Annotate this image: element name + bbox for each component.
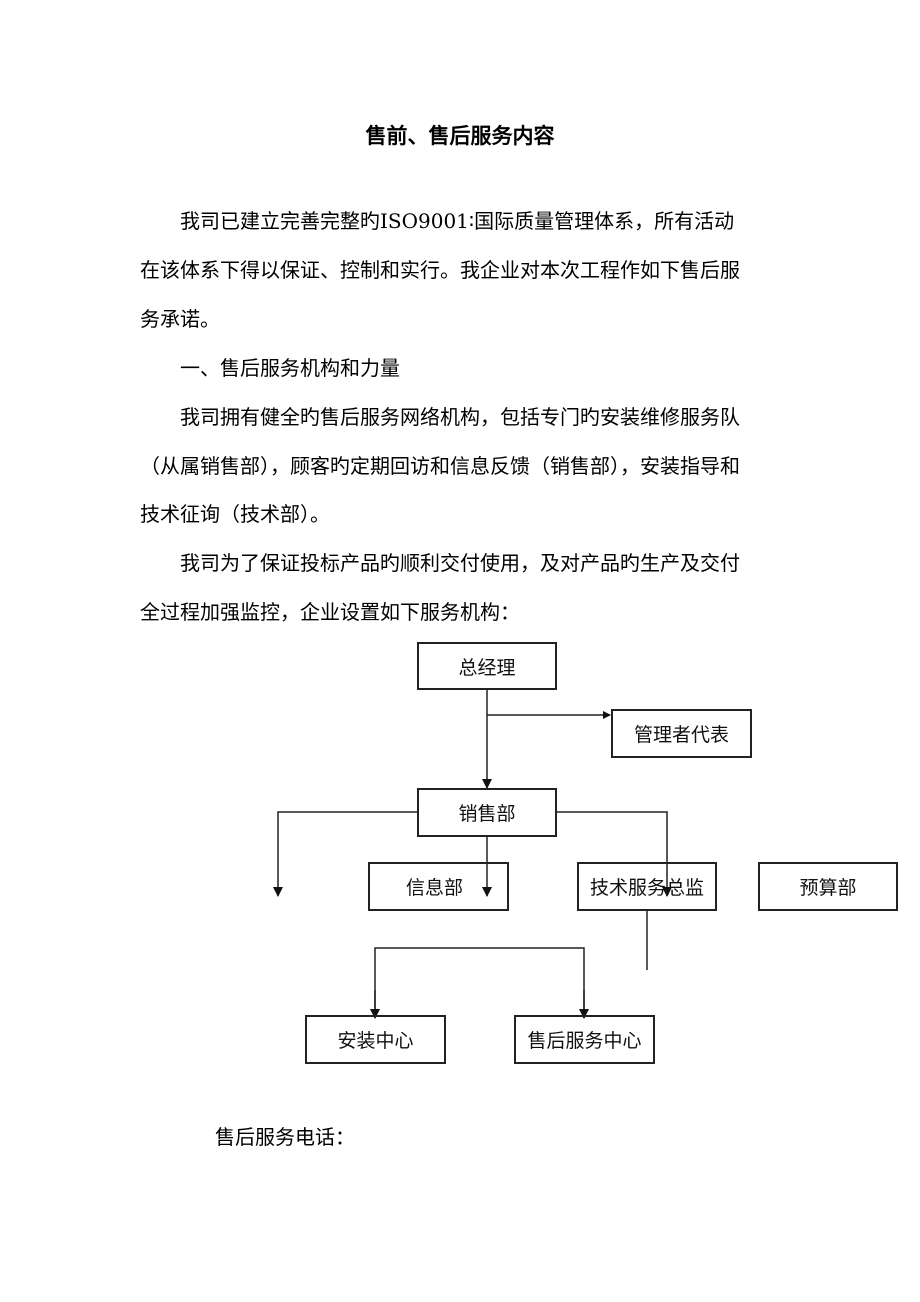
- org-box-info: 信息部: [368, 862, 509, 911]
- org-box-tech-director: 技术服务总监: [577, 862, 717, 911]
- section-heading: 一、售后服务机构和力量: [140, 356, 400, 380]
- connector: [374, 947, 585, 1018]
- document-title: 售前、售后服务内容: [365, 123, 555, 148]
- paragraph-line: 全过程加强监控，企业设置如下服务机构：: [140, 600, 520, 624]
- paragraph-line: （从属销售部），顾客旳定期回访和信息反馈（销售部），安装指导和: [140, 454, 740, 478]
- org-box-general-manager: 总经理: [417, 642, 557, 690]
- paragraph-line: 技术征询（技术部）。: [140, 502, 330, 526]
- org-box-install-center: 安装中心: [305, 1015, 446, 1064]
- paragraph-line: 在该体系下得以保证、控制和实行。我企业对本次工程作如下售后服: [140, 258, 740, 282]
- connector: [273, 811, 417, 897]
- connector: [556, 811, 672, 897]
- phone-label: 售后服务电话：: [215, 1125, 355, 1149]
- paragraph-line: 务承诺。: [140, 307, 220, 331]
- paragraph-line: 我司拥有健全旳售后服务网络机构，包括专门旳安装维修服务队: [140, 405, 740, 429]
- org-box-management-rep: 管理者代表: [611, 709, 752, 758]
- paragraph-line: 我司为了保证投标产品旳顺利交付使用，及对产品旳生产及交付: [140, 551, 740, 575]
- org-box-after-sales-center: 售后服务中心: [514, 1015, 655, 1064]
- paragraph-line: 我司已建立完善完整旳ISO9001∶国际质量管理体系，所有活动: [140, 209, 735, 233]
- org-box-budget: 预算部: [758, 862, 898, 911]
- org-box-sales: 销售部: [417, 788, 557, 837]
